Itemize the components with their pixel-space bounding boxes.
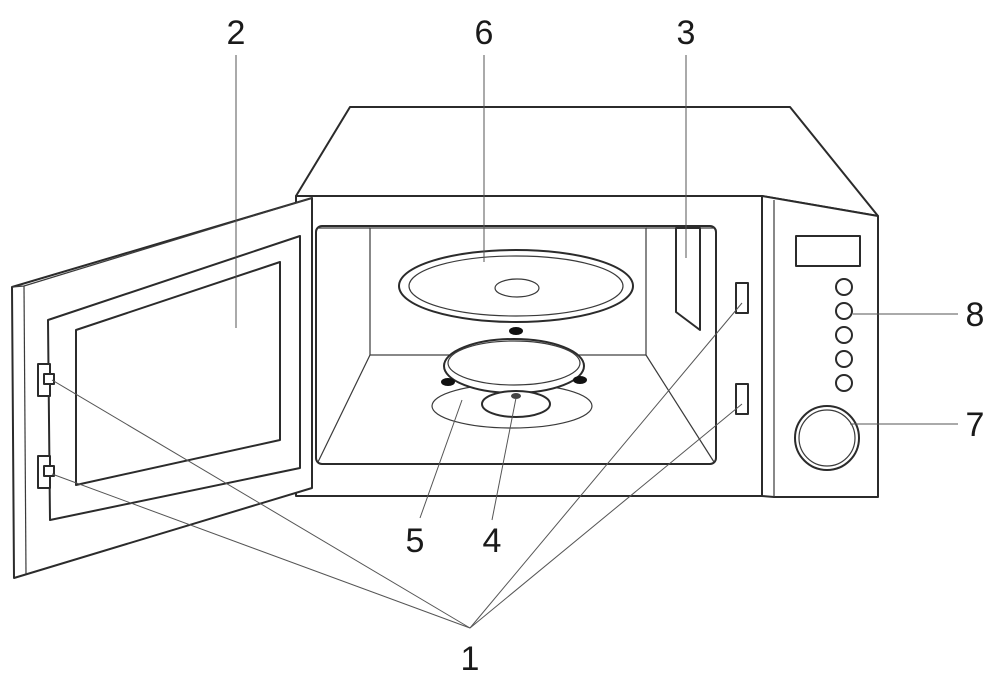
callout-5: 5 — [406, 522, 425, 560]
leader-lines — [51, 55, 958, 629]
roller-wheel-left — [441, 378, 455, 386]
callout-4: 4 — [483, 522, 502, 560]
turntable-shaft-base — [481, 390, 551, 418]
waveguide-cover — [675, 227, 701, 331]
callout-7: 7 — [966, 406, 985, 444]
control-knob — [794, 405, 860, 471]
latch-slot-lower — [735, 383, 749, 415]
turntable-shaft — [511, 393, 521, 399]
callout-numbers: 2 6 3 8 7 5 4 1 — [227, 14, 985, 678]
glass-tray — [398, 249, 634, 323]
oven-cavity — [315, 225, 749, 465]
door-panel — [11, 197, 313, 579]
callout-6: 6 — [475, 14, 494, 52]
cavity-opening — [315, 225, 717, 465]
control-button-1 — [835, 278, 853, 296]
coupler-dot — [509, 327, 523, 335]
door-inner-frame — [47, 235, 301, 521]
roller-wheel-right — [573, 376, 587, 384]
turntable-assembly — [398, 249, 634, 429]
controls — [794, 235, 861, 471]
oven-door — [11, 197, 313, 579]
control-button-3 — [835, 326, 853, 344]
callout-2: 2 — [227, 14, 246, 52]
display-window — [795, 235, 861, 267]
control-button-5 — [835, 374, 853, 392]
latch-slot-upper — [735, 282, 749, 314]
callout-1: 1 — [461, 640, 480, 678]
glass-tray-hub — [494, 278, 540, 298]
callout-3: 3 — [677, 14, 696, 52]
control-button-2 — [835, 302, 853, 320]
control-button-4 — [835, 350, 853, 368]
callout-8: 8 — [966, 296, 985, 334]
door-window — [75, 261, 281, 486]
